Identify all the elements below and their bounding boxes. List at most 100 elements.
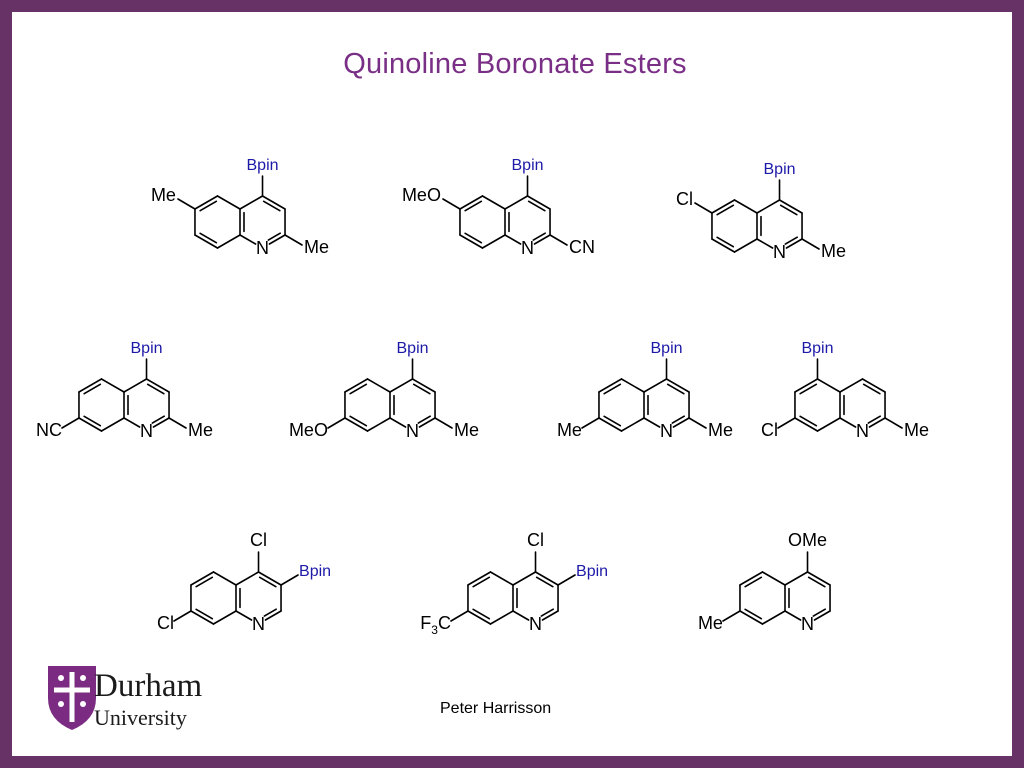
ring-nitrogen-label: N — [256, 238, 269, 258]
bond — [861, 378, 886, 393]
substituent-bond — [434, 417, 453, 429]
bond — [711, 199, 736, 214]
bond — [756, 238, 774, 249]
ring-nitrogen-label: N — [252, 614, 265, 634]
bond — [239, 234, 257, 245]
bond — [512, 571, 537, 586]
double-bond — [258, 576, 277, 588]
double-bond — [464, 200, 483, 212]
double-bond — [812, 608, 827, 617]
bond — [733, 238, 758, 253]
double-bond — [195, 608, 214, 620]
bond — [643, 378, 668, 393]
substituent-label: Me — [151, 185, 176, 205]
bond — [778, 199, 803, 214]
bpin-label: Bpin — [651, 340, 683, 357]
double-bond — [535, 576, 554, 588]
bond — [489, 571, 514, 586]
logo-subname: University — [94, 705, 187, 730]
bond — [784, 610, 802, 621]
bond — [194, 234, 219, 249]
bond — [816, 417, 841, 432]
bond — [100, 417, 125, 432]
bpin-label: Bpin — [299, 563, 331, 580]
bond — [459, 195, 484, 210]
double-bond — [412, 383, 431, 395]
bond — [411, 378, 436, 393]
double-bond — [799, 383, 818, 395]
substituent-label: Cl — [157, 613, 174, 633]
bond — [813, 610, 831, 621]
bond — [794, 378, 819, 393]
bond — [711, 238, 736, 253]
double-bond — [199, 200, 218, 212]
double-bond — [716, 204, 735, 216]
bond — [212, 571, 237, 586]
bpin-label: Bpin — [764, 161, 796, 178]
double-bond — [744, 576, 763, 588]
ring-nitrogen-label: N — [529, 614, 542, 634]
bond — [235, 571, 260, 586]
bond — [756, 199, 781, 214]
substituent-bond — [694, 202, 713, 214]
ring-nitrogen-label: N — [801, 614, 814, 634]
double-bond — [199, 232, 218, 244]
bpin-label: Bpin — [512, 157, 544, 174]
bond — [643, 417, 661, 428]
double-bond — [267, 232, 282, 241]
bond — [739, 571, 764, 586]
double-bond — [349, 383, 368, 395]
bond — [100, 378, 125, 393]
bond — [389, 417, 407, 428]
ring-nitrogen-label: N — [140, 421, 153, 441]
durham-crest-icon — [48, 666, 96, 730]
bond — [541, 610, 559, 621]
bond — [123, 378, 148, 393]
bond — [806, 571, 831, 586]
double-bond — [671, 415, 686, 424]
substituent-bond — [777, 417, 796, 429]
double-bond — [195, 576, 214, 588]
bpin-label: Bpin — [576, 563, 608, 580]
substituent-bond — [688, 417, 707, 429]
bond — [481, 195, 506, 210]
double-bond — [540, 608, 555, 617]
bond — [235, 610, 253, 621]
bond — [268, 234, 286, 245]
substituent-label: MeO — [289, 420, 328, 440]
double-bond — [151, 415, 166, 424]
substituent-bond — [173, 610, 192, 622]
double-bond — [666, 383, 685, 395]
bond — [467, 571, 492, 586]
bond — [868, 417, 886, 428]
bond — [489, 610, 514, 625]
slide-title: Quinoline Boronate Esters — [343, 48, 687, 80]
bond — [261, 195, 286, 210]
double-bond — [784, 236, 799, 245]
bond — [504, 234, 522, 245]
bond — [239, 195, 264, 210]
double-bond — [527, 200, 546, 212]
substituent-bond — [722, 610, 741, 622]
bond — [190, 571, 215, 586]
substituent-bond — [581, 417, 600, 429]
substituent-bond — [61, 417, 80, 429]
substituent-label: Me — [304, 237, 329, 257]
substituent-label: Cl — [527, 530, 544, 550]
bond — [598, 417, 623, 432]
substituent-bond — [557, 574, 576, 586]
substituent-bond — [284, 234, 303, 246]
bond — [761, 610, 786, 625]
ring-nitrogen-label: N — [773, 242, 786, 262]
substituent-bond — [450, 610, 469, 622]
bond — [839, 378, 864, 393]
double-bond — [349, 415, 368, 427]
bpin-label: Bpin — [397, 340, 429, 357]
double-bond — [867, 415, 882, 424]
substituent-label: Cl — [250, 530, 267, 550]
ring-nitrogen-label: N — [406, 421, 419, 441]
bond — [216, 234, 241, 249]
